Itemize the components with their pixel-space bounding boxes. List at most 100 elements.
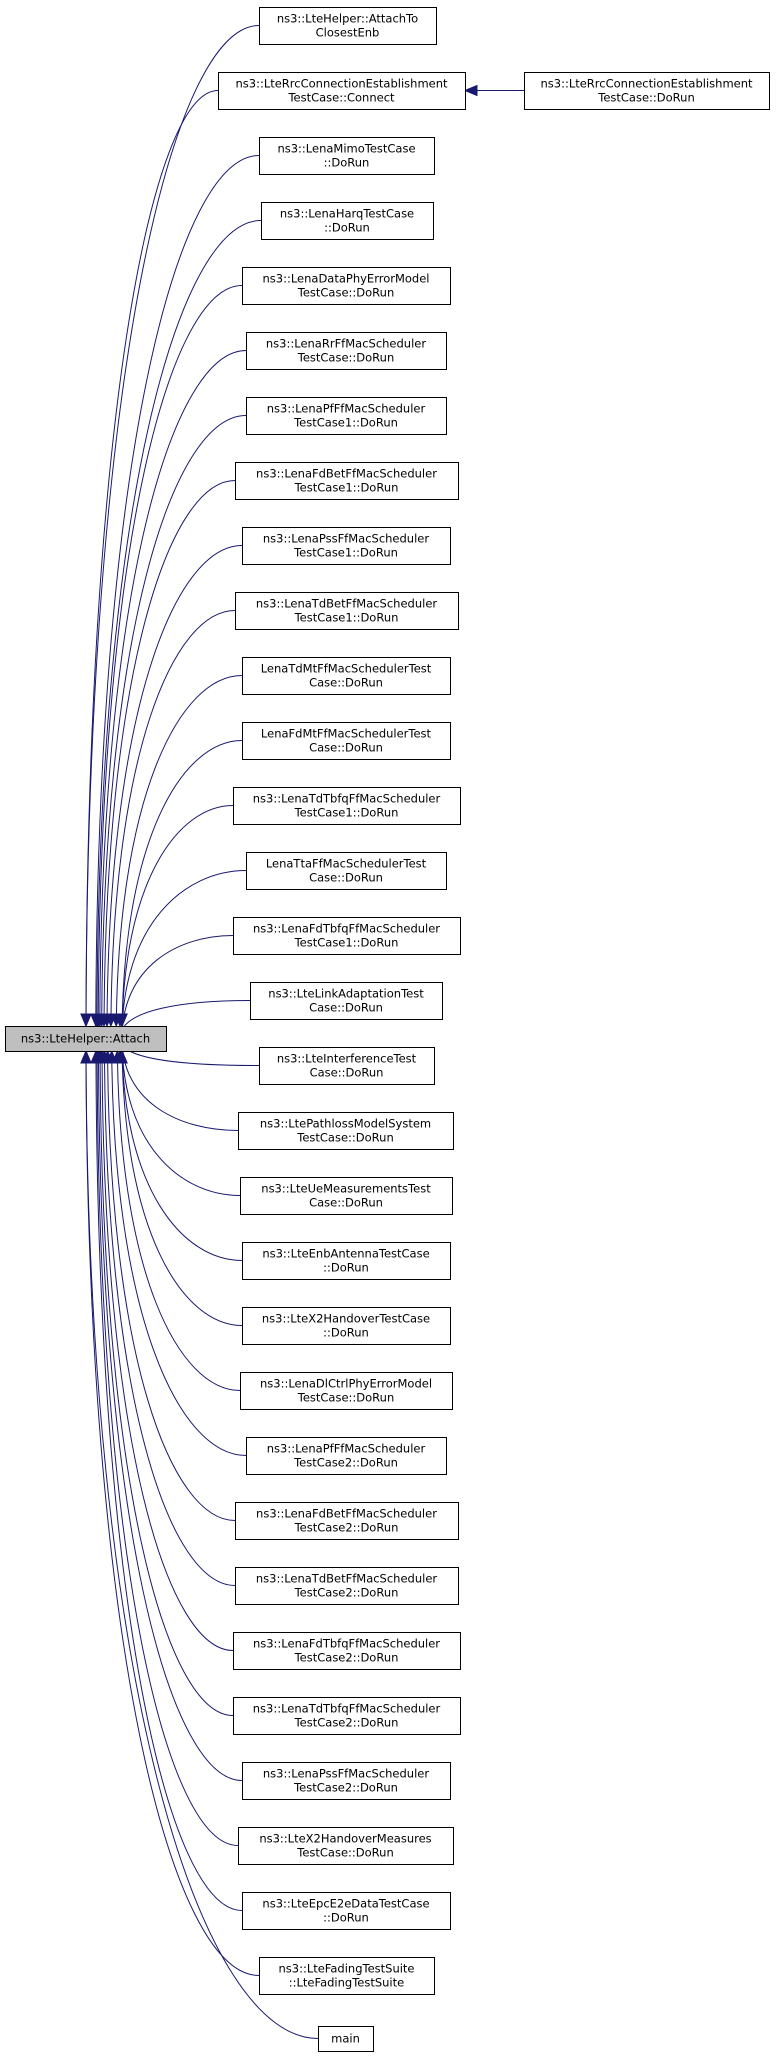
node-lena-data-phy-error[interactable]: ns3::LenaDataPhyErrorModelTestCase::DoRu… xyxy=(242,267,451,305)
node-label-line: TestCase2::DoRun xyxy=(294,1716,399,1730)
edge-lena-rr-ff xyxy=(99,350,247,1039)
node-label-line: Case::DoRun xyxy=(309,676,383,690)
node-label-line: ns3::LenaPssFfMacScheduler xyxy=(263,1767,429,1781)
node-label-line: ::LteFadingTestSuite xyxy=(289,1976,404,1990)
node-label-line: ns3::LenaFdBetFfMacScheduler xyxy=(256,467,437,481)
node-label-line: ns3::LenaFdTbfqFfMacScheduler xyxy=(253,922,440,936)
node-label-line: ClosestEnb xyxy=(316,26,380,40)
node-lena-td-tbfq-ff-2[interactable]: ns3::LenaTdTbfqFfMacSchedulerTestCase2::… xyxy=(233,1697,461,1735)
node-box xyxy=(242,1242,451,1280)
node-label-line: ns3::LenaDataPhyErrorModel xyxy=(262,272,429,286)
node-lena-td-bet-ff-1[interactable]: ns3::LenaTdBetFfMacSchedulerTestCase1::D… xyxy=(235,592,459,630)
node-main[interactable]: main xyxy=(318,2026,374,2052)
edge-lena-data-phy-error xyxy=(97,285,243,1039)
node-lte-x2-handover[interactable]: ns3::LteX2HandoverTestCase::DoRun xyxy=(242,1307,451,1345)
node-lena-mimo[interactable]: ns3::LenaMimoTestCase::DoRun xyxy=(259,137,435,175)
node-lena-pf-ff-1[interactable]: ns3::LenaPfFfMacSchedulerTestCase1::DoRu… xyxy=(246,397,447,435)
edge-lena-dl-ctrl-phy-error xyxy=(116,1038,241,1391)
node-rrc-do-run[interactable]: ns3::LteRrcConnectionEstablishmentTestCa… xyxy=(524,72,770,110)
edge-lena-pss-ff-2 xyxy=(97,1038,243,1781)
node-box xyxy=(259,137,435,175)
node-label-line: ns3::LenaTdBetFfMacScheduler xyxy=(256,597,438,611)
node-box xyxy=(259,1957,435,1995)
node-box xyxy=(242,1762,451,1800)
node-label-line: TestCase::DoRun xyxy=(297,351,394,365)
node-lena-fd-tbfq-ff-2[interactable]: ns3::LenaFdTbfqFfMacSchedulerTestCase2::… xyxy=(233,1632,461,1670)
node-box xyxy=(240,1372,453,1410)
node-label-line: ns3::LteLinkAdaptationTest xyxy=(268,987,424,1001)
node-lena-fd-bet-ff-2[interactable]: ns3::LenaFdBetFfMacSchedulerTestCase2::D… xyxy=(235,1502,459,1540)
node-label-line: LenaFdMtFfMacSchedulerTest xyxy=(261,727,432,741)
node-box xyxy=(242,1892,451,1930)
node-label-line: TestCase2::DoRun xyxy=(294,1651,399,1665)
node-box xyxy=(261,202,434,240)
node-box xyxy=(235,462,459,500)
node-label-line: TestCase2::DoRun xyxy=(293,1456,398,1470)
node-lena-fd-tbfq-ff-1[interactable]: ns3::LenaFdTbfqFfMacSchedulerTestCase1::… xyxy=(233,917,461,955)
node-lena-td-bet-ff-2[interactable]: ns3::LenaTdBetFfMacSchedulerTestCase2::D… xyxy=(235,1567,459,1605)
node-lena-pss-ff-1[interactable]: ns3::LenaPssFfMacSchedulerTestCase1::DoR… xyxy=(242,527,451,565)
node-box xyxy=(318,2026,374,2052)
nodes-layer: ns3::LteHelper::Attach ns3::LteHelper::At… xyxy=(5,7,770,2052)
node-attach[interactable]: ns3::LteHelper::Attach xyxy=(5,1026,167,1052)
node-box xyxy=(250,982,443,1020)
node-label-line: ns3::LteX2HandoverMeasures xyxy=(259,1832,431,1846)
node-lena-dl-ctrl-phy-error[interactable]: ns3::LenaDlCtrlPhyErrorModelTestCase::Do… xyxy=(240,1372,453,1410)
node-lena-harq[interactable]: ns3::LenaHarqTestCase::DoRun xyxy=(261,202,434,240)
arrowhead xyxy=(80,1049,92,1064)
node-label-line: TestCase1::DoRun xyxy=(294,806,399,820)
node-box xyxy=(233,1632,461,1670)
node-label-line: ns3::LteEpcE2eDataTestCase xyxy=(262,1897,429,1911)
node-box xyxy=(259,7,437,45)
edge-rrc-connect xyxy=(85,90,219,1039)
node-label-line: ::DoRun xyxy=(324,221,370,235)
node-box xyxy=(259,1047,435,1085)
node-label-line: ::DoRun xyxy=(323,1911,369,1925)
node-lena-pf-ff-2[interactable]: ns3::LenaPfFfMacSchedulerTestCase2::DoRu… xyxy=(246,1437,447,1475)
node-lte-epc-e2e-data[interactable]: ns3::LteEpcE2eDataTestCase::DoRun xyxy=(242,1892,451,1930)
node-label-line: ns3::LenaPfFfMacScheduler xyxy=(267,1442,426,1456)
node-box xyxy=(235,592,459,630)
node-lte-fading-test-suite[interactable]: ns3::LteFadingTestSuite::LteFadingTestSu… xyxy=(259,1957,435,1995)
edge-lena-pss-ff-1 xyxy=(106,545,243,1039)
node-label-line: ns3::LenaFdBetFfMacScheduler xyxy=(256,1507,437,1521)
edge-lena-tta-ff xyxy=(121,870,247,1039)
edge-lena-td-bet-ff-2 xyxy=(103,1038,236,1586)
node-box xyxy=(238,1827,454,1865)
node-lte-x2-handover-measures[interactable]: ns3::LteX2HandoverMeasuresTestCase::DoRu… xyxy=(238,1827,454,1865)
edge-lena-td-tbfq-ff-1 xyxy=(121,805,234,1039)
node-box xyxy=(242,267,451,305)
node-box xyxy=(238,1112,454,1150)
node-label-line: ::DoRun xyxy=(323,1326,369,1340)
node-box xyxy=(246,1437,447,1475)
node-box xyxy=(242,527,451,565)
edge-lena-harq xyxy=(96,220,262,1039)
node-label-line: ns3::LenaFdTbfqFfMacScheduler xyxy=(253,1637,440,1651)
node-lena-fd-bet-ff-1[interactable]: ns3::LenaFdBetFfMacSchedulerTestCase1::D… xyxy=(235,462,459,500)
node-lte-enb-antenna[interactable]: ns3::LteEnbAntennaTestCase::DoRun xyxy=(242,1242,451,1280)
node-lena-pss-ff-2[interactable]: ns3::LenaPssFfMacSchedulerTestCase2::DoR… xyxy=(242,1762,451,1800)
node-box xyxy=(218,72,466,110)
node-label-line: LenaTdMtFfMacSchedulerTest xyxy=(261,662,432,676)
arrowhead xyxy=(90,1049,102,1064)
node-box xyxy=(235,1502,459,1540)
node-label-line: ns3::LenaTdBetFfMacScheduler xyxy=(256,1572,438,1586)
node-lte-pathloss-model[interactable]: ns3::LtePathlossModelSystemTestCase::DoR… xyxy=(238,1112,454,1150)
node-box xyxy=(246,397,447,435)
edges-layer xyxy=(80,25,524,2039)
edge-lte-x2-handover xyxy=(121,1038,243,1326)
node-label-line: TestCase1::DoRun xyxy=(294,936,399,950)
node-box xyxy=(246,852,447,890)
node-lena-td-tbfq-ff-1[interactable]: ns3::LenaTdTbfqFfMacSchedulerTestCase1::… xyxy=(233,787,461,825)
node-box xyxy=(233,787,461,825)
node-rrc-connect[interactable]: ns3::LteRrcConnectionEstablishmentTestCa… xyxy=(218,72,466,110)
